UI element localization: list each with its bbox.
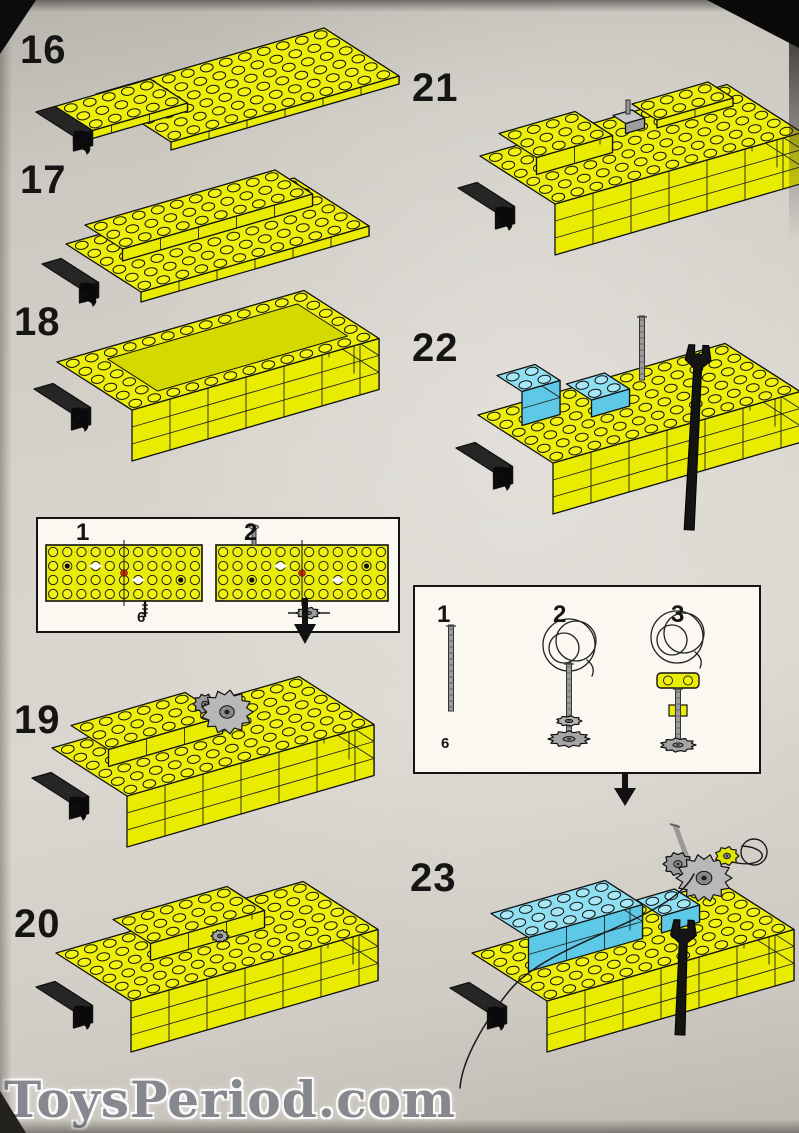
string-coil-icon <box>650 610 705 669</box>
step-number-21: 21 <box>412 66 459 110</box>
axle-icon <box>446 624 456 712</box>
axle-icon <box>637 315 647 381</box>
page-edge-shadow-bottom <box>0 1119 799 1133</box>
gray-clip-part <box>612 99 646 135</box>
gear-icon <box>660 737 697 753</box>
axle-length-label: 6 <box>441 735 450 752</box>
arrow-down-icon <box>614 772 636 806</box>
black-claw-brick <box>31 771 90 821</box>
black-claw-brick <box>41 257 100 307</box>
gear-icon <box>662 845 740 902</box>
axle-icon <box>564 662 574 736</box>
step-23-illustration <box>449 823 795 1089</box>
wrench-icon <box>683 344 712 531</box>
substep-label-1: 1 <box>76 519 90 546</box>
pin-icon <box>249 524 259 546</box>
step-18-illustration <box>33 289 380 462</box>
page-edge-shadow-right <box>789 0 799 240</box>
substeps-panel-plates: 1 2 6 <box>36 517 400 633</box>
step-number-19: 19 <box>14 698 61 742</box>
step-20-illustration <box>35 880 379 1053</box>
step-number-22: 22 <box>412 326 459 370</box>
axle-length-label: 6 <box>137 609 146 626</box>
page-edge-shadow-top <box>0 0 799 12</box>
substep-label-2: 2 <box>244 519 258 546</box>
substeps-plates-illustration <box>45 524 389 620</box>
axle-icon <box>142 601 148 617</box>
arrow-down-icon <box>294 598 316 644</box>
step-number-16: 16 <box>20 28 67 72</box>
black-claw-brick <box>33 382 92 432</box>
step-19-illustration <box>31 675 375 848</box>
step-17-illustration <box>41 169 370 307</box>
substep-label-1: 1 <box>437 601 451 628</box>
black-claw-brick <box>35 980 94 1030</box>
substep-label-3: 3 <box>671 601 685 628</box>
step-22-illustration <box>455 315 799 531</box>
black-claw-brick <box>457 181 516 231</box>
gear-icon <box>547 715 591 748</box>
gear-icon <box>192 689 254 735</box>
step-21-illustration <box>457 81 799 256</box>
black-claw-brick <box>449 981 508 1031</box>
step-number-18: 18 <box>14 300 61 344</box>
black-claw-brick <box>455 441 514 491</box>
substeps-string-illustration <box>446 610 705 753</box>
gear-icon <box>210 929 230 943</box>
substeps-panel-string: 1 2 3 6 <box>413 585 761 774</box>
string-icon <box>459 838 768 1089</box>
substep-label-2: 2 <box>553 601 567 628</box>
wrench-icon <box>669 919 697 1036</box>
step-number-23: 23 <box>410 856 457 900</box>
page-edge-shadow-left <box>0 0 12 1133</box>
step-number-17: 17 <box>20 158 67 202</box>
black-claw-brick <box>35 105 94 155</box>
step-number-20: 20 <box>14 902 61 946</box>
step-16-illustration <box>35 27 400 155</box>
